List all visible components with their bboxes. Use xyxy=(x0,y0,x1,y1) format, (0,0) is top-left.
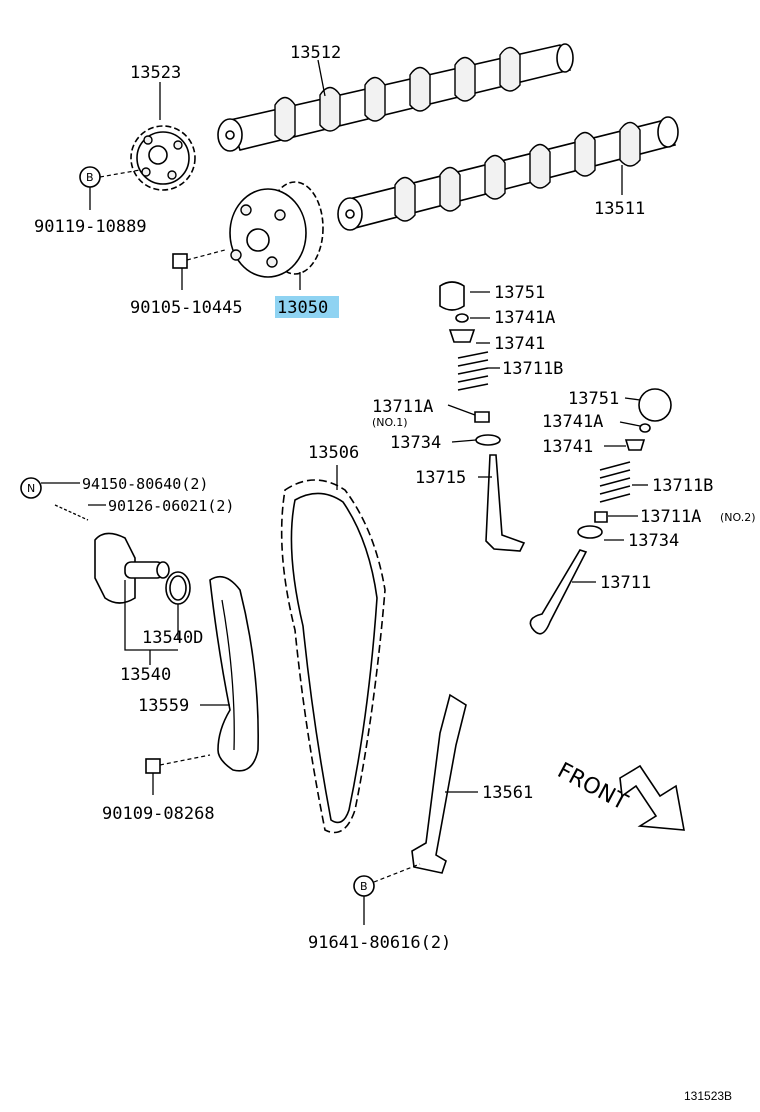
symbol-n-1: N xyxy=(27,482,35,495)
symbol-b-1: B xyxy=(86,171,94,184)
label-90105-10445[interactable]: 90105-10445 xyxy=(130,298,243,318)
label-13561[interactable]: 13561 xyxy=(482,783,533,803)
image-reference: 131523B xyxy=(684,1089,732,1103)
label-13751-b[interactable]: 13751 xyxy=(568,389,619,409)
label-13711b-a[interactable]: 13711B xyxy=(502,359,563,379)
label-13540[interactable]: 13540 xyxy=(120,665,171,685)
intake-camshaft[interactable] xyxy=(217,43,574,152)
timing-chain[interactable] xyxy=(280,479,386,834)
leader-13751-b xyxy=(624,397,641,401)
exhaust-camshaft[interactable] xyxy=(337,116,679,231)
label-13711b-b[interactable]: 13711B xyxy=(652,476,713,496)
label-13711[interactable]: 13711 xyxy=(600,573,651,593)
leader-13512 xyxy=(317,59,326,97)
label-90119-10889[interactable]: 90119-10889 xyxy=(34,217,147,237)
label-13506[interactable]: 13506 xyxy=(308,443,359,463)
exhaust-sprocket[interactable] xyxy=(130,125,196,191)
chain-damper[interactable] xyxy=(411,693,467,874)
dash-b-2 xyxy=(373,863,421,883)
bolt-90105[interactable] xyxy=(172,249,226,269)
label-13523[interactable]: 13523 xyxy=(130,63,181,83)
symbol-n-circle xyxy=(20,477,42,499)
label-13734-a[interactable]: 13734 xyxy=(390,433,441,453)
leader-13734-a xyxy=(451,439,477,443)
tensioner-stud[interactable] xyxy=(54,504,89,521)
note-no1: (NO.1) xyxy=(372,416,408,429)
note-no2: (NO.2) xyxy=(720,511,756,524)
label-94150-80640[interactable]: 94150-80640(2) xyxy=(82,475,208,493)
leader-13711a-a xyxy=(447,404,476,416)
valve-train-a[interactable] xyxy=(439,281,526,552)
label-13512[interactable]: 13512 xyxy=(290,43,341,63)
label-13559[interactable]: 13559 xyxy=(138,696,189,716)
label-13540d[interactable]: 13540D xyxy=(142,628,203,648)
front-arrow: FRONT xyxy=(553,758,685,831)
label-13741-a[interactable]: 13741 xyxy=(494,334,545,354)
leader-13540 xyxy=(124,580,178,651)
label-13741a-a[interactable]: 13741A xyxy=(494,308,555,328)
label-13741a-b[interactable]: 13741A xyxy=(542,412,603,432)
label-90126-06021[interactable]: 90126-06021(2) xyxy=(108,497,234,515)
label-13711a-a[interactable]: 13711A xyxy=(372,397,433,417)
leader-13741a-b xyxy=(619,421,641,427)
chain-tensioner[interactable] xyxy=(94,532,170,604)
label-13711a-b[interactable]: 13711A xyxy=(640,507,701,527)
label-13715[interactable]: 13715 xyxy=(415,468,466,488)
highlight-13050 xyxy=(275,296,339,318)
label-13511[interactable]: 13511 xyxy=(594,199,645,219)
vvt-gear-assembly[interactable] xyxy=(229,181,324,278)
label-13741-b[interactable]: 13741 xyxy=(542,437,593,457)
label-13050[interactable]: 13050 xyxy=(277,298,328,318)
symbol-b-2: B xyxy=(360,880,368,893)
label-13751-a[interactable]: 13751 xyxy=(494,283,545,303)
label-90109-08268[interactable]: 90109-08268 xyxy=(102,804,215,824)
tensioner-gasket[interactable] xyxy=(165,571,191,605)
front-label: FRONT xyxy=(553,758,632,816)
label-91641-80616[interactable]: 91641-80616(2) xyxy=(308,933,451,953)
label-13734-b[interactable]: 13734 xyxy=(628,531,679,551)
bolt-90109[interactable] xyxy=(145,754,211,774)
tensioner-slipper[interactable] xyxy=(209,575,259,772)
valve-train-b[interactable] xyxy=(529,388,672,635)
